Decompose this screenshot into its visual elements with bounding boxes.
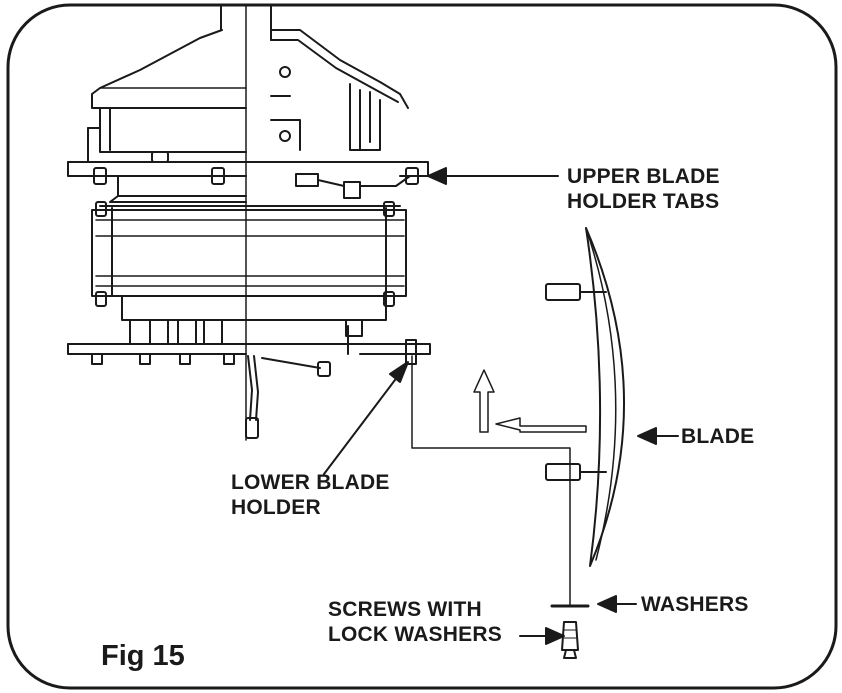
upper-tabs-arrowhead <box>427 167 447 185</box>
lower-holder-label-line2: HOLDER <box>231 496 321 519</box>
figure-frame <box>6 3 838 690</box>
fan-blade <box>545 227 626 567</box>
upper-bracket-assembly <box>270 29 419 365</box>
blade-arrowhead <box>637 427 657 445</box>
upper-blade-holder-tabs-label: UPPER BLADE HOLDER TABS <box>567 164 720 214</box>
lower-blade-holder-label: LOWER BLADE HOLDER <box>231 470 390 520</box>
alignment-guide-line <box>411 355 571 607</box>
washers-label: WASHERS <box>641 593 749 616</box>
lower-blade-tab <box>545 463 581 481</box>
upper-blade-tab <box>545 283 581 301</box>
screws-with-lock-washers-label: SCREWS WITH LOCK WASHERS <box>328 597 502 647</box>
left-motion-arrow <box>495 417 587 433</box>
figure-label: Fig 15 <box>101 640 185 672</box>
fan-motor-housing <box>67 5 431 441</box>
upper-tabs-label-line1: UPPER BLADE <box>567 165 720 188</box>
lower-holder-label-line1: LOWER BLADE <box>231 471 390 494</box>
up-motion-arrow <box>473 369 495 433</box>
screws-label-line2: LOCK WASHERS <box>328 623 502 646</box>
blade-label: BLADE <box>681 425 755 448</box>
upper-tabs-label-line2: HOLDER TABS <box>567 190 720 213</box>
screws-arrowhead <box>545 627 565 645</box>
screws-label-line1: SCREWS WITH <box>328 598 482 621</box>
lower-holder-arrowhead <box>389 361 409 383</box>
washers-arrowhead <box>597 595 617 613</box>
screw-with-lock-washer <box>561 621 579 659</box>
